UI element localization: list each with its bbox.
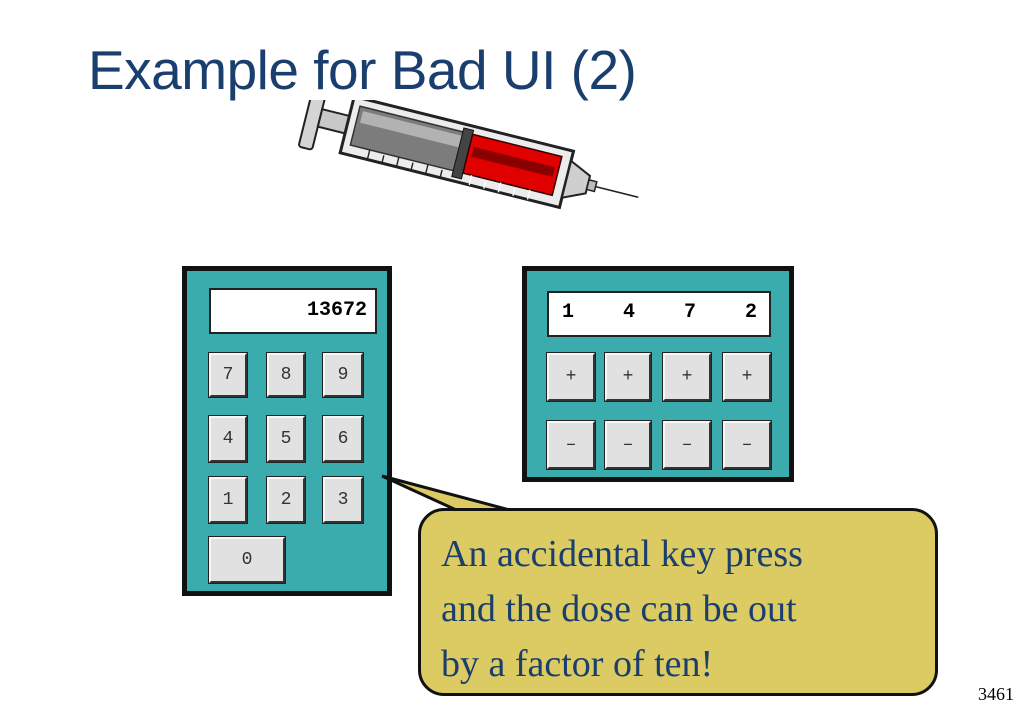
digit-4-decrement-button[interactable]: – xyxy=(722,420,772,470)
digit-3-increment-button[interactable]: + xyxy=(662,352,712,402)
keypad-key-7[interactable]: 7 xyxy=(208,352,248,398)
digit-3: 7 xyxy=(683,301,696,324)
digit-3-decrement-button[interactable]: – xyxy=(662,420,712,470)
digit-4: 2 xyxy=(744,301,757,324)
digit-4-increment-button[interactable]: + xyxy=(722,352,772,402)
callout-line: An accidental key press xyxy=(441,533,803,575)
callout-line: by a factor of ten! xyxy=(441,643,714,685)
keypad-key-9[interactable]: 9 xyxy=(322,352,364,398)
digit-display: 1 4 7 2 xyxy=(547,291,771,337)
keypad-key-3[interactable]: 3 xyxy=(322,476,364,524)
digit-1: 1 xyxy=(561,301,574,324)
keypad-key-0[interactable]: 0 xyxy=(208,536,286,584)
keypad-key-6[interactable]: 6 xyxy=(322,415,364,463)
keypad-key-1[interactable]: 1 xyxy=(208,476,248,524)
keypad-key-2[interactable]: 2 xyxy=(266,476,306,524)
digit-2-decrement-button[interactable]: – xyxy=(604,420,652,470)
digit-2: 4 xyxy=(622,301,635,324)
digit-1-increment-button[interactable]: + xyxy=(546,352,596,402)
slide-number: 3461 xyxy=(978,684,1014,704)
keypad-key-5[interactable]: 5 xyxy=(266,415,306,463)
keypad-display: 13672 xyxy=(209,288,377,334)
keypad-key-4[interactable]: 4 xyxy=(208,415,248,463)
keypad-key-8[interactable]: 8 xyxy=(266,352,306,398)
slide-title: Example for Bad UI (2) xyxy=(88,39,637,101)
digit-entry-panel: 1 4 7 2 + + + + – – – – xyxy=(522,266,794,482)
digit-2-increment-button[interactable]: + xyxy=(604,352,652,402)
callout-line: and the dose can be out xyxy=(441,588,797,630)
syringe-icon xyxy=(298,100,639,210)
digit-1-decrement-button[interactable]: – xyxy=(546,420,596,470)
keypad-entry-panel: 13672 7 8 9 4 5 6 1 2 3 0 xyxy=(182,266,392,596)
callout-box: An accidental key press and the dose can… xyxy=(418,508,938,696)
